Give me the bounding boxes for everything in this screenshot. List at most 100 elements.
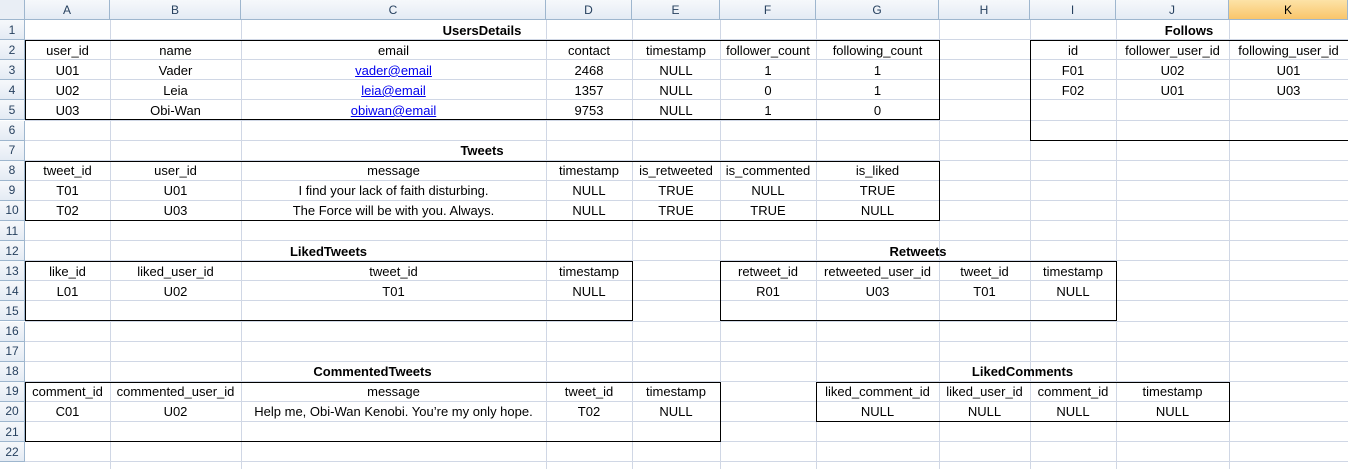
email-link[interactable]: vader@email: [355, 62, 432, 78]
table-cell[interactable]: 0: [764, 82, 772, 98]
table-cell[interactable]: TRUE: [658, 183, 694, 199]
row-header-9[interactable]: 9: [0, 180, 25, 201]
column-header-h[interactable]: H: [939, 0, 1030, 20]
retweets-header-retweet-id[interactable]: retweet_id: [738, 263, 798, 279]
table-cell[interactable]: The Force will be with you. Always.: [292, 203, 495, 219]
column-header-j[interactable]: J: [1116, 0, 1229, 20]
table-cell[interactable]: U03: [163, 203, 188, 219]
table-cell[interactable]: U01: [163, 183, 188, 199]
row-header-22[interactable]: 22: [0, 442, 25, 463]
tweets-header-is-commented[interactable]: is_commented: [725, 163, 811, 179]
table-cell[interactable]: NULL: [572, 283, 606, 299]
table-cell[interactable]: 1: [873, 82, 882, 98]
table-cell[interactable]: TRUE: [859, 183, 896, 199]
tweets-header-is-retweeted[interactable]: is_retweeted: [639, 163, 713, 179]
retweets-header-tweet-id[interactable]: tweet_id: [960, 263, 1009, 279]
table-cell[interactable]: T01: [56, 183, 79, 199]
table-cell[interactable]: L01: [56, 283, 79, 299]
commented-tweets-header-comment-id[interactable]: comment_id: [32, 384, 103, 400]
row-header-15[interactable]: 15: [0, 301, 25, 322]
row-header-19[interactable]: 19: [0, 381, 25, 402]
liked-tweets-header-tweet-id[interactable]: tweet_id: [369, 263, 418, 279]
table-cell[interactable]: 1: [764, 62, 772, 78]
retweets-header-retweeted-user-id[interactable]: retweeted_user_id: [824, 263, 931, 279]
users-details-header-contact[interactable]: contact: [568, 42, 610, 58]
liked-tweets-header-like-id[interactable]: like_id: [49, 263, 86, 279]
table-cell[interactable]: NULL: [659, 102, 693, 118]
table-cell[interactable]: NULL: [1155, 404, 1190, 420]
users-details-header-user-id[interactable]: user_id: [46, 42, 89, 58]
liked-comments-header-liked-comment-id[interactable]: liked_comment_id: [825, 384, 930, 400]
table-cell[interactable]: NULL: [860, 203, 895, 219]
table-cell[interactable]: U03: [55, 102, 80, 118]
table-cell[interactable]: T02: [56, 203, 79, 219]
column-header-c[interactable]: C: [241, 0, 546, 20]
table-cell[interactable]: NULL: [1056, 404, 1090, 420]
row-header-1[interactable]: 1: [0, 20, 25, 41]
liked-tweets-header-timestamp[interactable]: timestamp: [559, 263, 619, 279]
table-cell[interactable]: NULL: [572, 183, 606, 199]
table-cell[interactable]: 1: [873, 62, 882, 78]
email-link[interactable]: leia@email: [361, 82, 426, 98]
liked-tweets-header-liked-user-id[interactable]: liked_user_id: [137, 263, 214, 279]
row-header-5[interactable]: 5: [0, 100, 25, 121]
row-header-12[interactable]: 12: [0, 241, 25, 262]
commented-tweets-header-message[interactable]: message: [367, 384, 420, 400]
table-cell[interactable]: U01: [1276, 62, 1301, 78]
row-header-14[interactable]: 14: [0, 281, 25, 302]
users-details-header-email[interactable]: email: [377, 42, 410, 58]
row-header-18[interactable]: 18: [0, 361, 25, 382]
table-cell[interactable]: NULL: [860, 404, 895, 420]
follows-header-follower-user-id[interactable]: follower_user_id: [1125, 42, 1220, 58]
table-cell[interactable]: NULL: [751, 183, 785, 199]
table-cell[interactable]: T01: [973, 283, 996, 299]
table-cell[interactable]: C01: [55, 404, 80, 420]
commented-tweets-header-tweet-id[interactable]: tweet_id: [564, 384, 614, 400]
table-cell[interactable]: T01: [382, 283, 405, 299]
table-cell[interactable]: 2468: [574, 62, 604, 78]
row-header-21[interactable]: 21: [0, 422, 25, 443]
email-link[interactable]: obiwan@email: [350, 102, 437, 118]
users-details-header-follower-count[interactable]: follower_count: [726, 42, 810, 58]
row-header-3[interactable]: 3: [0, 60, 25, 81]
table-cell[interactable]: U03: [1276, 82, 1301, 98]
column-header-b[interactable]: B: [110, 0, 241, 20]
users-details-header-following-count[interactable]: following_count: [832, 42, 923, 58]
table-cell[interactable]: TRUE: [750, 203, 786, 219]
table-cell[interactable]: R01: [756, 283, 780, 299]
users-details-header-name[interactable]: name: [159, 42, 192, 58]
row-header-4[interactable]: 4: [0, 80, 25, 101]
table-cell[interactable]: Obi-Wan: [150, 102, 201, 118]
follows-header-following-user-id[interactable]: following_user_id: [1238, 42, 1339, 58]
table-cell[interactable]: Leia: [163, 82, 188, 98]
tweets-header-user-id[interactable]: user_id: [154, 163, 197, 179]
table-cell[interactable]: I find your lack of faith disturbing.: [298, 183, 489, 199]
table-cell[interactable]: 1357: [574, 82, 604, 98]
table-cell[interactable]: 0: [873, 102, 882, 118]
table-cell[interactable]: Help me, Obi-Wan Kenobi. You’re my only …: [254, 404, 533, 420]
users-details-header-timestamp[interactable]: timestamp: [646, 42, 706, 58]
column-header-d[interactable]: D: [546, 0, 632, 20]
row-header-20[interactable]: 20: [0, 401, 25, 422]
commented-tweets-header-timestamp[interactable]: timestamp: [646, 384, 706, 400]
table-cell[interactable]: U02: [163, 283, 188, 299]
table-cell[interactable]: T02: [577, 404, 601, 420]
column-header-a[interactable]: A: [25, 0, 110, 20]
column-header-k[interactable]: K: [1229, 0, 1348, 20]
table-cell[interactable]: NULL: [572, 203, 606, 219]
row-header-17[interactable]: 17: [0, 341, 25, 362]
column-header-i[interactable]: I: [1030, 0, 1116, 20]
table-cell[interactable]: NULL: [967, 404, 1002, 420]
row-header-2[interactable]: 2: [0, 40, 25, 61]
table-cell[interactable]: 1: [764, 102, 772, 118]
liked-comments-header-liked-user-id[interactable]: liked_user_id: [946, 384, 1023, 400]
column-header-f[interactable]: F: [720, 0, 816, 20]
table-cell[interactable]: U02: [163, 404, 188, 420]
row-header-8[interactable]: 8: [0, 160, 25, 181]
table-cell[interactable]: U02: [1160, 62, 1185, 78]
row-header-10[interactable]: 10: [0, 200, 25, 221]
table-cell[interactable]: U01: [55, 62, 80, 78]
table-cell[interactable]: NULL: [659, 62, 693, 78]
tweets-header-tweet-id[interactable]: tweet_id: [43, 163, 92, 179]
